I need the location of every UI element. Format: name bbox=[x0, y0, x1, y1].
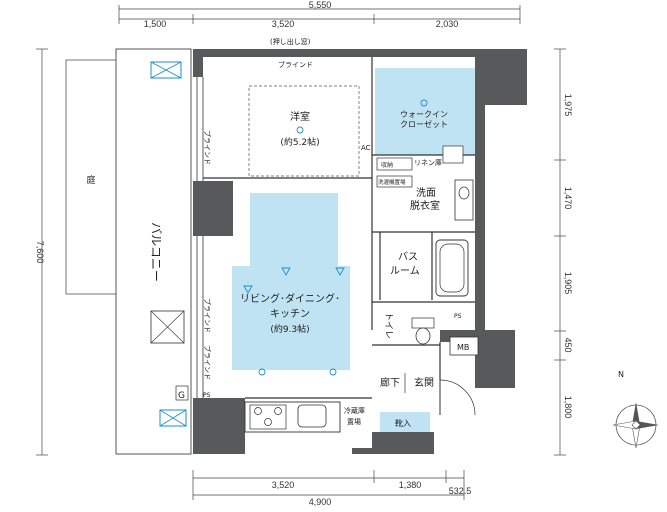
blind-label-side-1: ブラインド bbox=[203, 130, 212, 165]
blind-label-side-2: ブラインド bbox=[203, 345, 212, 380]
dim-right-seg-2: 1,470 bbox=[563, 187, 573, 210]
dim-right-seg-4: 450 bbox=[563, 337, 573, 352]
dim-top-seg-1: 1,500 bbox=[144, 19, 167, 29]
dim-bottom-seg-1: 3,520 bbox=[272, 480, 295, 490]
water-heater-icon bbox=[159, 409, 187, 427]
outdoor-unit-icon bbox=[150, 61, 182, 79]
dim-bottom-total: 4,900 bbox=[309, 497, 332, 507]
toilet-bowl-icon bbox=[415, 327, 431, 345]
garden-label: 庭 bbox=[86, 174, 95, 186]
toilet-tank-icon bbox=[411, 317, 435, 329]
dim-right-seg-5: 1,800 bbox=[563, 396, 573, 419]
storage-label: 収納 bbox=[381, 161, 393, 169]
shoe-storage-label: 靴入 bbox=[395, 418, 411, 428]
room-outline-dashed bbox=[248, 85, 360, 177]
bath-label-2: ルーム bbox=[390, 265, 420, 277]
sink-icon bbox=[458, 186, 470, 200]
storage-box bbox=[376, 157, 413, 171]
bathtub-icon bbox=[435, 239, 469, 297]
garden-area bbox=[65, 59, 117, 295]
washer-box bbox=[376, 175, 413, 188]
mb-box bbox=[449, 336, 479, 356]
ldk-label-1: リビング･ダイニング･ bbox=[240, 292, 340, 305]
ceiling-light-icon bbox=[420, 99, 428, 107]
blind-label-top: ブラインド bbox=[278, 60, 313, 69]
downlight-icon bbox=[335, 267, 345, 276]
western-room-size: (約5.2帖) bbox=[280, 136, 319, 148]
ldk-label-2: キッチン bbox=[270, 308, 310, 320]
shoe-storage-area bbox=[380, 412, 430, 432]
gas-meter-box bbox=[175, 385, 189, 401]
washer-label: 洗濯機置場 bbox=[378, 178, 406, 186]
dim-bottom-seg-2: 1,380 bbox=[399, 480, 422, 490]
dim-right-seg-1: 1,975 bbox=[563, 94, 573, 117]
ac-label: AC bbox=[361, 144, 371, 152]
entrance-label: 玄関 bbox=[414, 376, 434, 389]
hallway-label: 廊下 bbox=[380, 376, 400, 389]
washroom-label-2: 脱衣室 bbox=[410, 199, 440, 212]
toilet-label: トイレ bbox=[383, 312, 393, 339]
interior-walls bbox=[203, 57, 475, 399]
downlight-icon bbox=[243, 285, 253, 294]
ldk-area bbox=[232, 193, 350, 370]
mb-label: MB bbox=[457, 343, 469, 352]
western-room-label: 洋室 bbox=[290, 110, 310, 123]
walls bbox=[193, 49, 527, 454]
outdoor-unit-icon bbox=[150, 310, 185, 344]
dim-left-total: 7,600 bbox=[35, 241, 45, 264]
ceiling-light-icon bbox=[258, 368, 266, 376]
stove-icon bbox=[249, 404, 287, 430]
ldk-size: (約9.3帖) bbox=[270, 323, 309, 335]
kitchen-sink-icon bbox=[297, 404, 327, 428]
washroom-label-1: 洗面 bbox=[416, 187, 436, 199]
balcony-label: バルコニー bbox=[149, 222, 163, 282]
blind-label-side-3: ブラインド bbox=[203, 298, 212, 333]
fridge-label-1: 冷蔵庫 bbox=[344, 406, 365, 415]
vanity-icon bbox=[454, 179, 474, 221]
dim-top-seg-3: 2,030 bbox=[436, 19, 459, 29]
dim-top-total: 5,550 bbox=[309, 0, 332, 10]
gas-label: G bbox=[178, 391, 185, 401]
dimension-lines bbox=[36, 5, 566, 500]
fridge-label-2: 置場 bbox=[347, 417, 361, 426]
shower-tray-icon bbox=[442, 145, 464, 164]
downlight-icon bbox=[281, 267, 291, 276]
dim-bottom-seg-3: 532.5 bbox=[449, 486, 472, 496]
dim-right-seg-3: 1,905 bbox=[563, 272, 573, 295]
ceiling-light-icon bbox=[329, 368, 337, 376]
ceiling-light-icon bbox=[296, 126, 304, 134]
window-walls bbox=[196, 77, 204, 398]
bath-label-1: バス bbox=[398, 251, 418, 263]
linen-label: リネン庫 bbox=[414, 158, 442, 167]
ps-label-2: PS bbox=[203, 392, 211, 399]
compass-north-label: N bbox=[618, 370, 624, 379]
walk-in-closet-area bbox=[375, 68, 475, 155]
walk-in-closet-label-2: クローゼット bbox=[400, 119, 448, 129]
bathtub-inner bbox=[439, 243, 465, 293]
dim-top-seg-2: 3,520 bbox=[272, 19, 295, 29]
compass-icon bbox=[612, 402, 659, 449]
walk-in-closet-label-1: ウォークイン bbox=[400, 110, 448, 119]
front-door-swing bbox=[439, 379, 476, 416]
ps-label-1: PS bbox=[454, 313, 462, 320]
push-out-window-label: (押し出し窓) bbox=[270, 37, 311, 46]
